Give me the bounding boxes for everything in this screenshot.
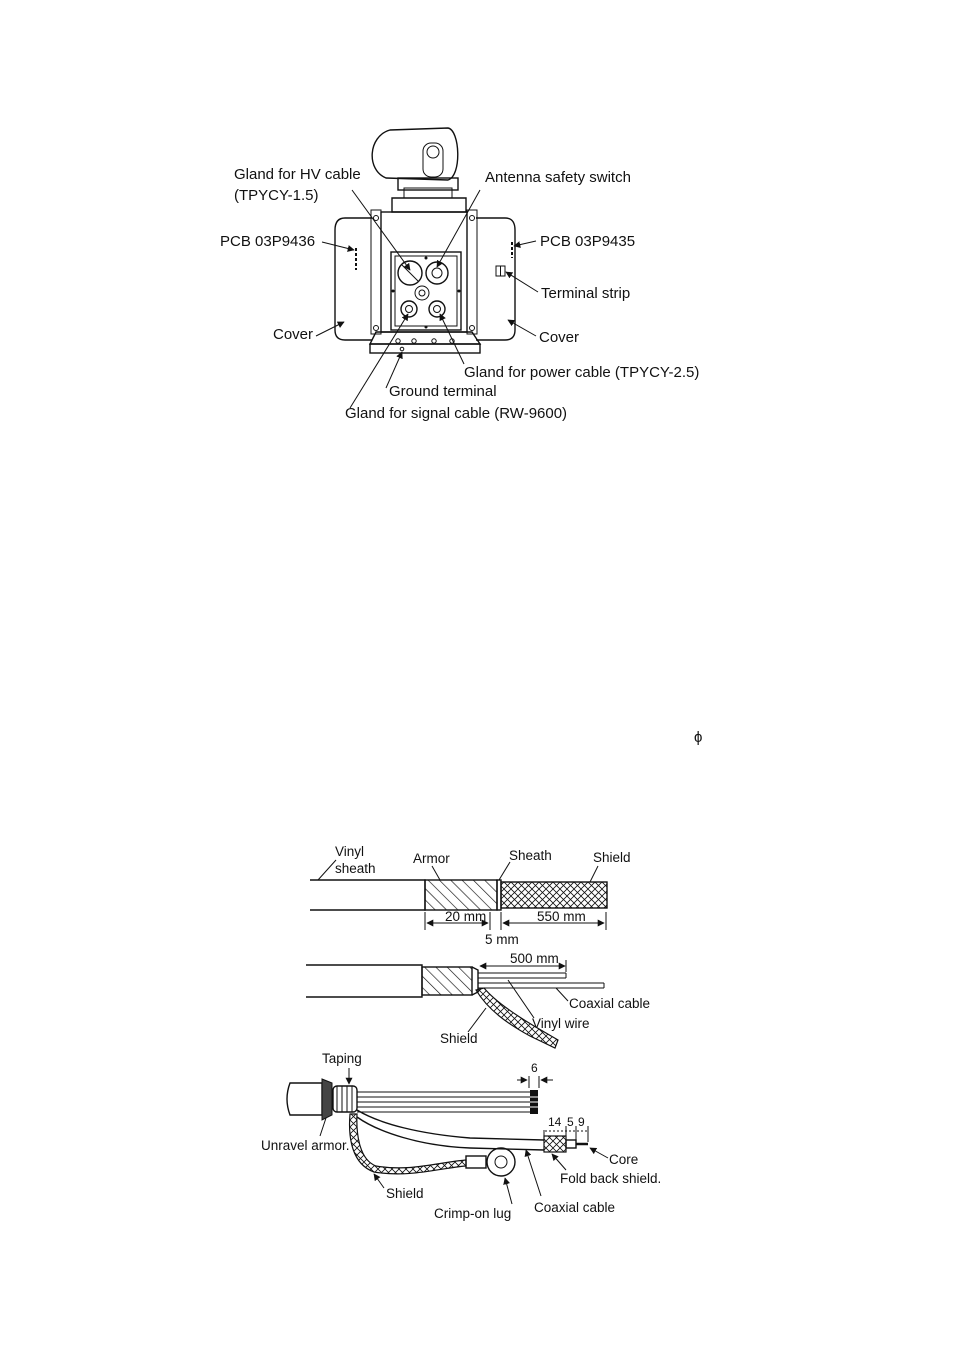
label-shield: Shield (386, 1186, 424, 1201)
dimension-lines-row-2 (479, 960, 567, 972)
label-fold-back-shield: Fold back shield. (560, 1171, 661, 1186)
label-cover-right: Cover (539, 329, 579, 346)
label-terminal-strip: Terminal strip (541, 285, 630, 302)
label-shield-2: Shield (440, 1031, 478, 1046)
label-unravel-armor: Unravel armor. (261, 1138, 350, 1153)
termination-leader-lines (319, 1068, 609, 1205)
label-ground-terminal: Ground terminal (389, 383, 497, 400)
label-vinyl-wire: Vinyl wire (532, 1016, 590, 1031)
antenna-unit-figure: Gland for HV cable (TPYCY-1.5) Antenna s… (220, 127, 699, 422)
dimension-14: 14 (548, 1115, 562, 1129)
label-taping: Taping (322, 1051, 362, 1066)
label-pcb-right: PCB 03P9435 (540, 233, 635, 250)
label-gland-hv-cable: Gland for HV cable (234, 166, 361, 183)
label-pcb-left: PCB 03P9436 (220, 233, 315, 250)
label-armor: Armor (413, 851, 450, 866)
stripped-cable-row-2 (306, 964, 605, 1049)
dimension-5mm: 5 mm (485, 932, 519, 947)
label-coaxial-cable: Coaxial cable (534, 1200, 615, 1215)
termination-dimension-lines (517, 1076, 589, 1142)
label-crimp-on-lug: Crimp-on lug (434, 1206, 511, 1221)
label-core: Core (609, 1152, 638, 1167)
label-gland-hv-cable-type: (TPYCY-1.5) (234, 187, 318, 204)
label-coaxial-cable: Coaxial cable (569, 996, 650, 1011)
label-shield: Shield (593, 850, 631, 865)
leader-lines-row-2 (467, 979, 569, 1033)
leader-lines-row-1 (317, 859, 599, 883)
label-vinyl-sheath-2: sheath (335, 861, 376, 876)
cable-stripping-figure: Vinyl sheath Armor Sheath Shield 20 mm 5… (306, 844, 650, 1049)
label-cover-left: Cover (273, 326, 313, 343)
dimension-20mm: 20 mm (445, 909, 486, 924)
cable-termination-drawing (286, 1078, 588, 1177)
dimension-9: 9 (578, 1115, 585, 1129)
label-gland-signal-cable: Gland for signal cable (RW-9600) (345, 405, 567, 422)
dimension-5: 5 (567, 1115, 574, 1129)
label-antenna-safety-switch: Antenna safety switch (485, 169, 631, 186)
antenna-unit-leaders (315, 189, 539, 409)
label-gland-power-cable: Gland for power cable (TPYCY-2.5) (464, 364, 699, 381)
antenna-unit-drawing (334, 127, 516, 354)
label-sheath: Sheath (509, 848, 552, 863)
stripped-cable-row-1 (310, 879, 608, 911)
dimension-500mm: 500 mm (510, 951, 559, 966)
dimension-550mm: 550 mm (537, 909, 586, 924)
label-vinyl-sheath: Vinyl (335, 844, 364, 859)
dimension-lines-row-1 (424, 912, 607, 930)
dimension-6: 6 (531, 1061, 538, 1075)
phi-symbol: ϕ (694, 729, 702, 746)
cable-termination-figure: Taping 6 14 5 9 Unravel armor. Core Fold… (261, 1051, 661, 1221)
